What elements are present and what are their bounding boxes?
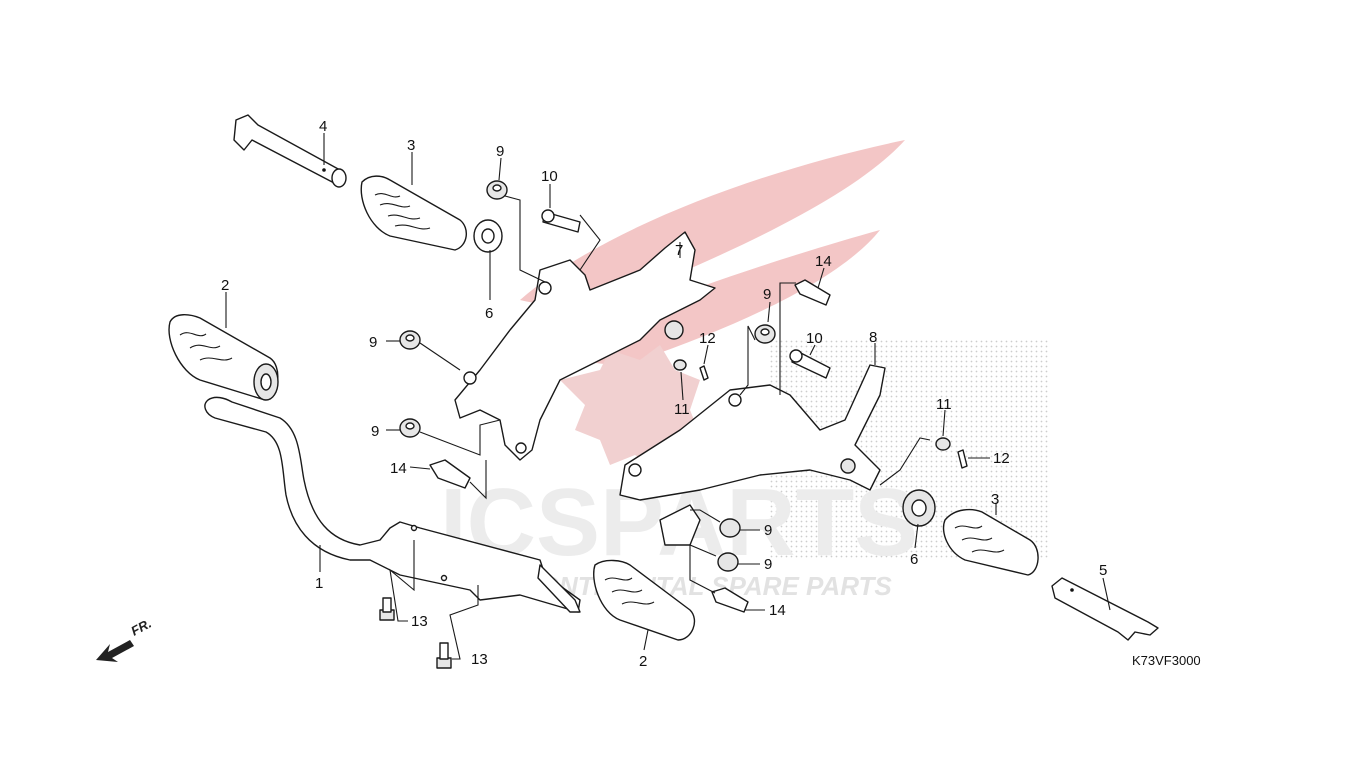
callout-14-bottom-right: 14	[769, 602, 786, 619]
part-9-grommet-mid	[399, 330, 421, 350]
part-2-footpeg-rubber-left	[168, 314, 279, 401]
part-6-washer-left	[473, 219, 503, 253]
part-2-footpeg-rubber-middle	[593, 559, 696, 641]
callout-8: 8	[869, 329, 877, 346]
part-10-pin-left	[541, 209, 581, 233]
part-5-pin	[1051, 577, 1159, 641]
callout-3-left: 3	[407, 137, 415, 154]
callout-2-middle: 2	[639, 653, 647, 670]
callout-6-right: 6	[910, 551, 918, 568]
callout-12-left: 12	[699, 330, 716, 347]
part-3-footpeg-rubber-left	[360, 175, 467, 251]
part-12-clip-right	[957, 449, 968, 469]
watermark-tagline: CONTINENTAL SPARE PARTS	[520, 571, 892, 601]
part-12-clip-left	[699, 365, 709, 381]
callouts: 1 2 2 3 3 4 5 6 6 7 8 9 9 9 9 9 9 10 10 …	[221, 118, 1107, 670]
part-9-grommet-right-a	[719, 518, 741, 538]
callout-9-mid-left: 9	[369, 334, 377, 351]
part-13-bolt-b	[436, 642, 452, 669]
callout-1: 1	[315, 575, 323, 592]
part-6-washer-right	[902, 489, 936, 527]
part-13-bolt-a	[379, 597, 395, 621]
front-arrow-icon	[96, 640, 134, 662]
callout-13-b: 13	[471, 651, 488, 668]
part-14-bolt-top-right	[794, 279, 831, 306]
part-11-nut-right	[935, 437, 951, 451]
part-9-grommet-top	[486, 180, 508, 200]
callout-9-right-top: 9	[763, 286, 771, 303]
callout-2-left: 2	[221, 277, 229, 294]
callout-14-top-right: 14	[815, 253, 832, 270]
callout-11-right: 11	[936, 396, 952, 413]
callout-14-left: 14	[390, 460, 407, 477]
callout-11-left: 11	[674, 401, 690, 418]
callout-9-top: 9	[496, 143, 504, 160]
part-14-bolt-left	[429, 459, 471, 489]
leader-lines	[225, 133, 1111, 660]
part-9-grommet-low	[399, 418, 421, 438]
part-3-footpeg-rubber-right	[942, 508, 1039, 576]
front-label: FR.	[128, 616, 154, 639]
callout-5: 5	[1099, 562, 1107, 579]
callout-3-right: 3	[991, 491, 999, 508]
callout-10-right: 10	[806, 330, 823, 347]
part-14-bolt-bottom-right	[711, 587, 749, 613]
callout-9-low-left: 9	[371, 423, 379, 440]
part-9-grommet-right-top	[754, 324, 776, 344]
callout-9-right-a: 9	[764, 522, 772, 539]
callout-10-left: 10	[541, 168, 558, 185]
watermark-wing	[520, 140, 905, 306]
callout-4: 4	[319, 118, 327, 135]
callout-12-right: 12	[993, 450, 1010, 467]
callout-13-a: 13	[411, 613, 428, 630]
part-11-nut-left	[673, 359, 687, 371]
part-10-pin-right	[789, 349, 831, 379]
part-9-grommet-right-b	[717, 552, 739, 572]
part-4-pin	[233, 114, 347, 188]
part-8-bracket-right	[619, 364, 886, 546]
callout-9-right-b: 9	[764, 556, 772, 573]
callout-7: 7	[675, 242, 683, 259]
callout-6-left: 6	[485, 305, 493, 322]
part-1-step-bar	[204, 396, 581, 613]
diagram-code: K73VF3000	[1132, 653, 1201, 668]
front-direction-indicator: FR.	[96, 616, 154, 662]
